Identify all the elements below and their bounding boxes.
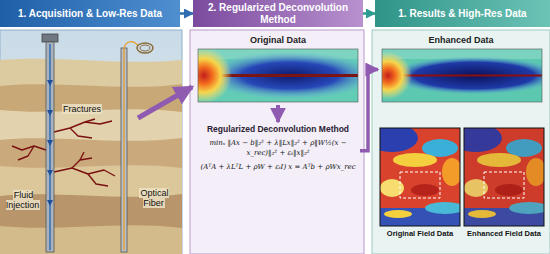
label-text: Optical Fiber (139, 188, 168, 208)
left-panel (0, 30, 182, 254)
header-band: 1. Results & High-Res Data (375, 0, 550, 27)
focus-box (400, 172, 440, 198)
illustration-label: Fluid Injection (1, 190, 45, 211)
field-image (450, 124, 549, 226)
heatmap-core (398, 75, 542, 77)
flow-arrows (47, 80, 53, 206)
fracture (80, 152, 84, 160)
image-caption: Enhanced Field Data (464, 229, 544, 238)
field-patch (411, 184, 439, 196)
image-caption: Original Field Data (380, 229, 460, 238)
block-title: Original Data (196, 34, 360, 47)
fiber-coil (137, 43, 153, 53)
field-contrast (464, 128, 544, 226)
data-block: Enhanced Data (378, 34, 544, 105)
field-patch (442, 158, 460, 186)
flow-arrow (276, 105, 280, 122)
flow-arrow (360, 70, 378, 151)
rock-layer (0, 165, 182, 254)
well-casing (121, 48, 127, 252)
header-text: 1. Results & High-Res Data (398, 8, 526, 20)
heatmap (382, 49, 542, 102)
field-frame (464, 128, 544, 226)
focus-box (484, 172, 524, 198)
heatmap (198, 49, 358, 102)
block-title: Enhanced Data (378, 34, 544, 47)
label-text: Fluid Injection (6, 190, 41, 210)
header-text: 2. Regularized Deconvolution Method (197, 2, 359, 25)
rock-layer (0, 109, 182, 254)
well-casing (46, 42, 54, 252)
fracture (12, 146, 46, 150)
wellhead (42, 34, 58, 42)
field-patch (384, 210, 412, 218)
heatmap-frame (382, 49, 542, 102)
illustration-label: Optical Fiber (130, 188, 178, 209)
equation: minₓ ‖Ax − b‖₂² + λ‖Lx‖₂² + ρ‖W½(x − x_r… (199, 139, 357, 158)
header-text: 1. Acquisition & Low-Res Data (18, 8, 162, 20)
field-image (380, 128, 460, 226)
flow-arrow (138, 87, 192, 118)
optical-fiber (123, 48, 124, 250)
heatmap-source (198, 49, 232, 102)
equation: (AᵀA + λLᵀL + ρW + εₜI) x = Aᵀb + ρWx_re… (199, 163, 357, 172)
illustration-label: Fractures (56, 104, 108, 114)
fluid-line (49, 44, 51, 250)
rock-layer (0, 59, 182, 254)
method-block: Regularized Deconvolution Method minₓ ‖Ax… (196, 122, 360, 180)
rock-layer (0, 225, 182, 254)
field-patch (425, 202, 460, 214)
field-image-panel: Enhanced Field Data (464, 128, 544, 238)
field-frame (380, 128, 460, 226)
fracture (85, 119, 95, 122)
fracture (88, 174, 108, 186)
field-image-panel: Original Field Data (380, 128, 460, 238)
flow-arrow (363, 12, 375, 15)
fracture (54, 168, 115, 176)
fractures (12, 119, 115, 186)
header-band: 1. Acquisition & Low-Res Data (0, 0, 180, 27)
label-text: Fractures (62, 104, 102, 114)
block-title: Regularized Deconvolution Method (199, 124, 357, 134)
fracture (54, 121, 112, 132)
field-patch (380, 128, 418, 152)
header-band: 2. Regularized Deconvolution Method (193, 0, 363, 27)
fiber-well (121, 42, 153, 252)
heatmap-frame (198, 49, 358, 102)
fracture (72, 158, 92, 168)
field-patch (393, 153, 437, 167)
fiber-lead (124, 42, 138, 48)
fiber-coil (140, 45, 150, 51)
fracture (70, 128, 92, 138)
rock-layers (0, 59, 182, 254)
rock-layer (0, 138, 182, 254)
heatmap-source (382, 52, 412, 100)
fracture (18, 146, 34, 160)
heatmap-core (214, 74, 358, 77)
flow-arrow (180, 12, 193, 15)
data-block: Original Data (196, 34, 360, 105)
injection-well (42, 34, 58, 252)
